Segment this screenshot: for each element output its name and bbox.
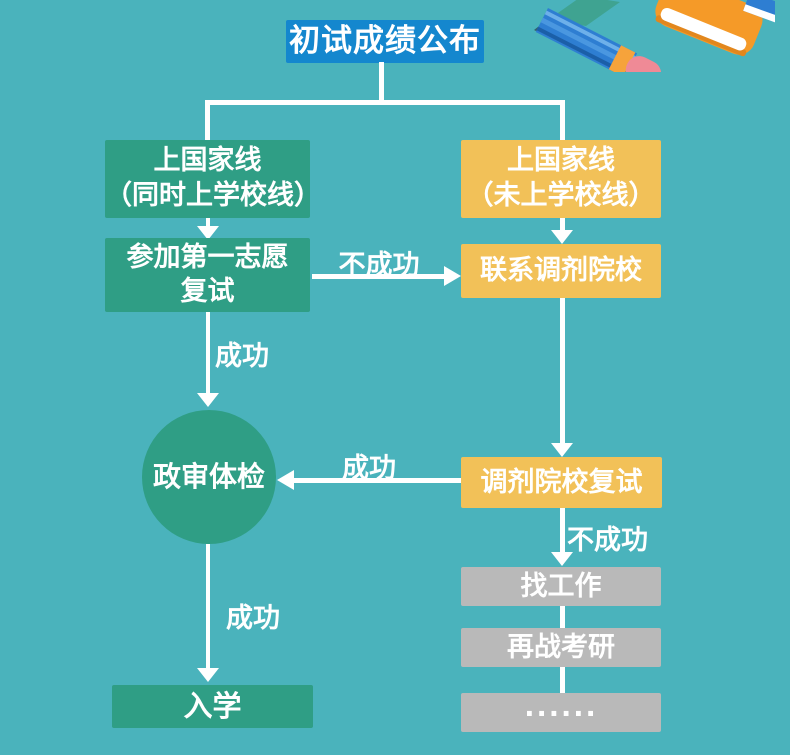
arrowhead-success-left [197, 393, 219, 407]
edge-label-first-retest-success: 成功 [215, 341, 269, 372]
arrowhead-success-enroll [197, 668, 219, 682]
connector-branch-right [560, 100, 565, 140]
connector-right-1 [560, 218, 565, 231]
node-score-release: 初试成绩公布 [286, 20, 484, 63]
node-national-line-only: 上国家线 （未上学校线） [461, 140, 661, 218]
node-ellipsis: ...... [461, 693, 661, 732]
arrowhead-right-3 [551, 552, 573, 566]
edge-label-adjust-retest-fail: 不成功 [567, 525, 648, 556]
stationery-illustration [534, 0, 775, 72]
pencil-icon [535, 8, 662, 72]
node-find-job-label: 找工作 [520, 571, 602, 602]
node-political-review-physical-label: 政审体检 [152, 460, 265, 493]
connector-gray-1 [560, 606, 565, 628]
arrowhead-fail-horizontal [444, 266, 461, 286]
node-enroll-label: 入学 [183, 689, 242, 723]
node-contact-adjust-school: 联系调剂院校 [461, 244, 661, 298]
node-first-choice-retest: 参加第一志愿 复试 [105, 238, 310, 312]
node-enroll: 入学 [112, 685, 313, 728]
connector-success-left [206, 312, 210, 394]
node-retake-exam: 再战考研 [461, 628, 661, 667]
connector-success-horizontal [293, 478, 461, 483]
arrowhead-right-1 [551, 230, 573, 244]
connector-right-3 [560, 508, 565, 553]
node-political-review-physical: 政审体检 [142, 410, 276, 544]
node-adjust-school-retest-label: 调剂院校复试 [480, 467, 643, 498]
arrowhead-left-1 [197, 226, 219, 240]
connector-success-enroll [206, 544, 210, 669]
node-contact-adjust-school-label: 联系调剂院校 [480, 255, 642, 286]
node-national-and-school-line-l1: 上国家线 [153, 145, 262, 176]
node-adjust-school-retest: 调剂院校复试 [461, 457, 662, 508]
connector-title-down [379, 62, 384, 103]
connector-left-1 [206, 218, 210, 227]
connector-branch-left [205, 100, 210, 140]
node-ellipsis-label: ...... [524, 692, 598, 723]
connector-branch-horizontal [205, 100, 565, 105]
node-national-line-only-l2: （未上学校线） [466, 180, 656, 211]
node-score-release-label: 初试成绩公布 [289, 23, 481, 59]
node-national-and-school-line: 上国家线 （同时上学校线） [105, 140, 321, 218]
arrowhead-right-2 [551, 443, 573, 457]
node-first-choice-retest-l2: 复试 [180, 276, 235, 307]
connector-right-2 [560, 298, 565, 444]
orange-book-icon [655, 0, 763, 57]
node-find-job: 找工作 [461, 567, 661, 606]
node-national-line-only-l1: 上国家线 [507, 145, 615, 176]
connector-gray-2 [560, 667, 565, 693]
node-national-and-school-line-l2: （同时上学校线） [105, 180, 321, 211]
edge-label-review-success: 成功 [226, 603, 280, 634]
node-retake-exam-label: 再战考研 [507, 632, 615, 663]
arrowhead-success-horizontal [277, 470, 294, 490]
node-first-choice-retest-l1: 参加第一志愿 [126, 242, 289, 273]
blue-book-icon [743, 0, 775, 23]
connector-fail-horizontal [312, 274, 445, 279]
